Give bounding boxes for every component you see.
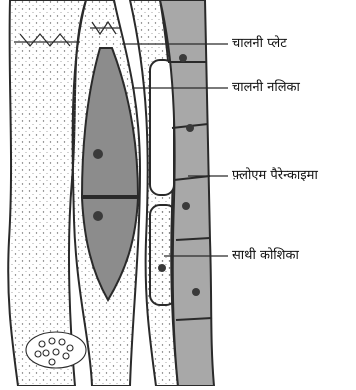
nucleus	[158, 264, 166, 272]
nucleus	[186, 124, 194, 132]
companion-cell-upper	[150, 60, 174, 195]
label-phloem-parenchyma: फ़्लोएम पैरेन्काइमा	[232, 169, 318, 182]
label-companion-cell: साथी कोशिका	[232, 249, 299, 262]
nucleus	[182, 202, 190, 210]
nucleus	[93, 149, 103, 159]
nucleus	[192, 288, 200, 296]
nucleus	[179, 54, 187, 62]
label-sieve-plate: चालनी प्लेट	[232, 37, 287, 50]
label-sieve-tube: चालनी नलिका	[232, 81, 300, 94]
nucleus	[93, 211, 103, 221]
sieve-plate-bottom	[26, 332, 86, 368]
